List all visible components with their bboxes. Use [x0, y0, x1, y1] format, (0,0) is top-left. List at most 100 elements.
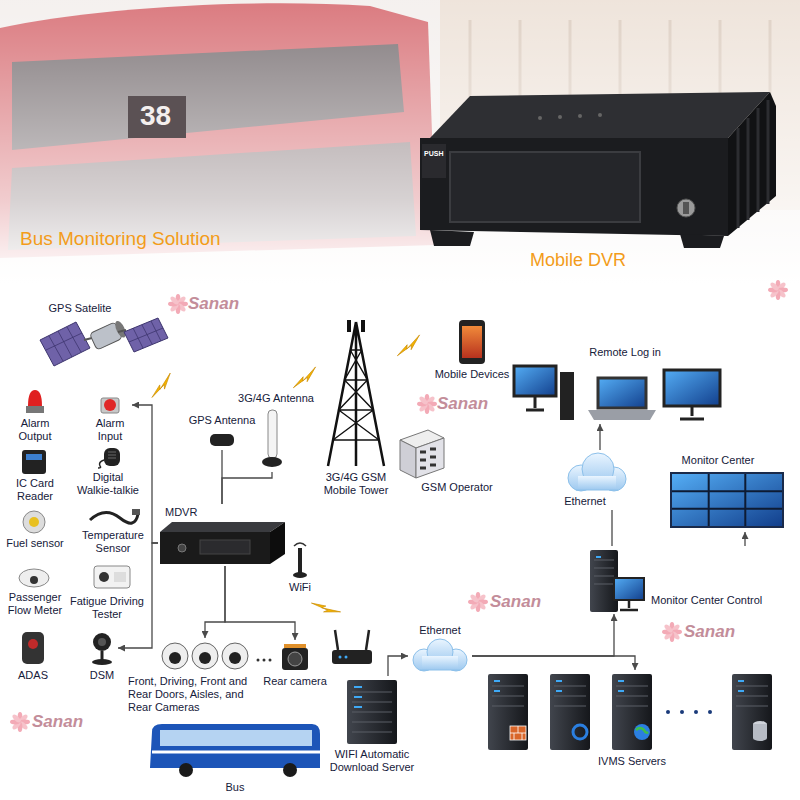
download-server-icon [354, 686, 362, 688]
mdvr-unit: MDVR [158, 504, 287, 566]
server-rack-icon [666, 710, 670, 714]
download-server-icon [354, 706, 362, 708]
alarm-output: Alarm Output [12, 386, 58, 445]
satellite-icon [40, 318, 168, 366]
server-rack-icon [510, 726, 526, 740]
walkie-talkie-icon [98, 460, 104, 468]
dsm-icon [98, 638, 106, 646]
caption-group: Fuel sensor [6, 537, 63, 550]
fatigue-camera-icon [94, 566, 130, 588]
button-label: PUSH [424, 150, 443, 157]
cloud-icon [576, 490, 618, 491]
caption-group: GPS Antenna [189, 414, 256, 427]
alarm-input: Alarm Input [88, 394, 132, 445]
video-wall-icon [670, 472, 784, 528]
server-rack-icon [488, 674, 528, 750]
download-server-icon [347, 680, 397, 744]
caption-group: Bus [226, 781, 245, 794]
server-rack-icon [634, 724, 650, 740]
video-wall: Monitor Center [666, 452, 788, 532]
server-rack-icon [753, 735, 767, 741]
dome-cameras-icon [169, 652, 181, 664]
watermark-logo [468, 592, 488, 612]
cellular-antenna-icon [262, 410, 282, 467]
ivms-servers: IVMS Servers [483, 670, 777, 770]
node-caption: Bus [226, 781, 245, 794]
tower-icon [333, 350, 379, 440]
node-caption: Monitor Center [682, 454, 755, 467]
header-photo [0, 0, 800, 285]
control-server-icon [596, 556, 601, 558]
rear-camera-icon [282, 644, 308, 670]
computers-icon [514, 366, 556, 396]
mdvr-icon [160, 532, 270, 564]
wireless-bolt [146, 373, 176, 397]
dome-cameras-icon [222, 643, 248, 669]
bus-illustration [150, 724, 320, 768]
caption-group: Front, Driving, Front and Rear Doors, Ai… [128, 675, 258, 714]
rear-camera-icon [282, 648, 308, 670]
computers-icon [560, 372, 574, 420]
computers-icon [680, 407, 704, 419]
header-photo [128, 96, 186, 138]
wireless-bolt [289, 367, 319, 388]
node-caption: WIFI Automatic Download Server [322, 748, 422, 774]
operator-building-icon [400, 440, 416, 478]
node-caption: 3G/4G GSM Mobile Tower [311, 471, 401, 497]
satellite-icon [129, 321, 163, 348]
server-rack-icon [488, 674, 772, 750]
dsm-camera: DSM [86, 630, 118, 684]
rear-camera: Rear camera [261, 640, 329, 690]
server-rack-icon [494, 680, 500, 682]
server-rack-icon [556, 680, 562, 682]
alarm-button-icon [101, 398, 119, 413]
phone-icon [459, 320, 485, 364]
mobile-dvr-photo [738, 100, 768, 228]
wifi-antenna: WiFi [287, 538, 313, 596]
wireless-bolt [393, 335, 423, 356]
mdvr-icon [160, 522, 285, 564]
satellite-icon [90, 319, 128, 350]
cloud-icon [578, 476, 616, 490]
connector [599, 424, 600, 450]
connector [472, 656, 635, 670]
connector [222, 472, 272, 504]
passenger-counter-icon [19, 569, 49, 587]
caption-group: Monitor Center [682, 454, 755, 467]
caption-group: WIFI Automatic Download Server [322, 748, 422, 774]
server-rack-icon [554, 686, 586, 706]
caption-group: DSM [90, 669, 114, 682]
mdvr-icon [160, 522, 285, 532]
cloud-icon [422, 656, 458, 670]
tower-icon [328, 320, 384, 466]
connector [205, 566, 225, 638]
caption-group: Fatigue Driving Tester [66, 595, 148, 621]
node-caption: Front, Driving, Front and Rear Doors, Ai… [128, 675, 258, 714]
server-rack-icon [494, 690, 500, 692]
satellite-node: GPS Satelite [36, 300, 172, 372]
cellular-antenna-icon [262, 457, 282, 467]
temperature-sensor-icon [132, 509, 140, 515]
computers-icon [526, 397, 544, 410]
caption-group: Alarm Output [14, 417, 56, 443]
server-rack-icon [510, 726, 526, 740]
video-wall-icon [672, 474, 782, 526]
mobile-dvr-photo [450, 152, 640, 222]
server-rack-icon [556, 690, 562, 692]
mobile-dvr-photo [598, 113, 602, 117]
caption-group: Rear camera [263, 675, 327, 688]
caption-group: Ethernet [564, 495, 606, 508]
ic-card-reader: IC Card Reader [9, 448, 61, 505]
bus-cameras: Front, Driving, Front and Rear Doors, Ai… [126, 638, 260, 716]
node-caption: Digital Walkie-talkie [75, 471, 141, 497]
dome-cameras-icon [229, 652, 241, 664]
cloud-icon [413, 639, 467, 671]
node-caption: GSM Operator [421, 481, 493, 494]
mobile-dvr-photo [430, 230, 474, 246]
mobile-dvr-photo [538, 116, 542, 120]
walkie-talkie-icon [108, 452, 116, 458]
bus-illustration [160, 730, 312, 746]
wifi-antenna-icon [293, 572, 307, 578]
